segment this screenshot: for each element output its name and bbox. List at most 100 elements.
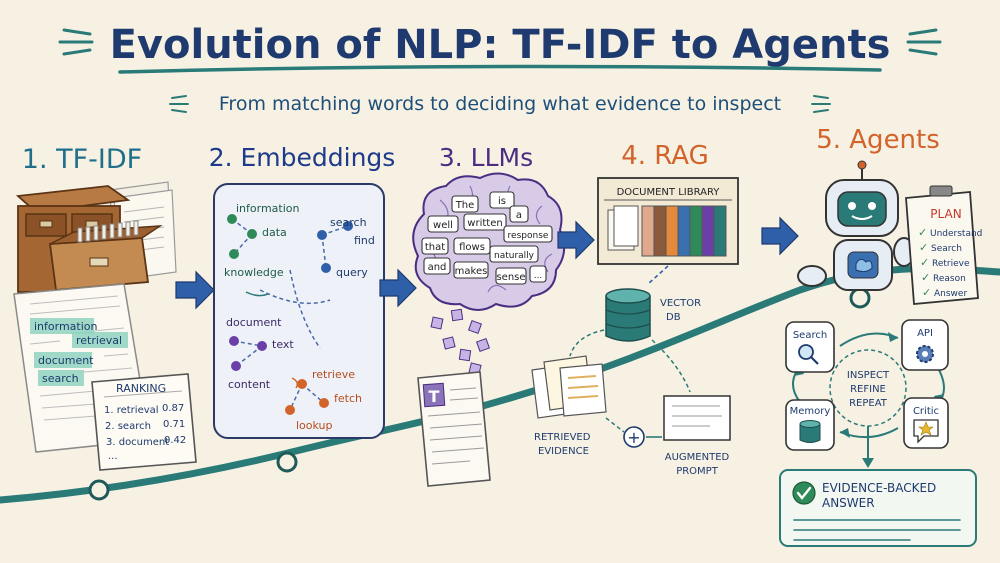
loop-label: INSPECT (847, 370, 890, 381)
augmented-prompt-icon (663, 395, 731, 441)
llm-token: is (498, 196, 506, 207)
vector-db-label: VECTOR (660, 298, 701, 309)
document-library-label: DOCUMENT LIBRARY (617, 187, 721, 198)
plan-item: Answer (934, 289, 967, 299)
document-letter: T (429, 387, 440, 406)
rag-link (569, 329, 605, 357)
llm-token: ... (534, 271, 543, 281)
embedding-word: content (228, 378, 271, 391)
answer-label: ANSWER (822, 496, 875, 510)
check-icon: ✓ (922, 286, 931, 299)
llm-token: flows (459, 242, 485, 253)
check-icon: ✓ (919, 241, 928, 254)
cluster-arrow (291, 377, 299, 389)
stage-heading-rag: 4. RAG (621, 141, 709, 171)
embedding-word: text (272, 338, 294, 351)
llm-token: naturally (494, 251, 535, 261)
ranking-score: 0.42 (164, 435, 186, 446)
tool-label: Critic (913, 406, 939, 417)
title-left-flourish (58, 28, 94, 56)
stage-heading-embeddings: 2. Embeddings (209, 143, 396, 172)
stage-heading-llms: 3. LLMs (439, 143, 533, 172)
evidence-backed-answer-card: EVIDENCE-BACKED ANSWER (779, 469, 977, 547)
llm-token: makes (455, 266, 488, 277)
retrieved-evidence-label: RETRIEVED (534, 432, 591, 443)
speech-bubble-star-icon (913, 419, 939, 444)
embedding-word: document (226, 316, 282, 329)
plan-item: Search (931, 244, 962, 254)
embedding-word: knowledge (224, 266, 284, 279)
highlight-term: information (34, 320, 98, 333)
highlight-term: document (38, 354, 94, 367)
embedding-word: search (330, 216, 367, 229)
highlight-search (38, 370, 84, 386)
flow-arrow-icon (557, 220, 595, 260)
flow-arrow-icon (379, 268, 417, 308)
stage-heading-agents: 5. Agents (816, 125, 940, 155)
embedding-word: find (354, 234, 375, 247)
rag-link (651, 339, 691, 393)
llm-token: The (455, 200, 475, 211)
highlight-term: retrieval (76, 334, 122, 347)
generated-document-icon: T (417, 371, 491, 487)
filing-cabinet-icon (15, 185, 163, 293)
page-subtitle: From matching words to deciding what evi… (219, 93, 781, 115)
title-underline (118, 64, 882, 74)
cluster-arrow (245, 291, 269, 297)
plan-item: Retrieve (932, 259, 970, 269)
plus-icon (623, 426, 645, 448)
ranking-term: 3. document (106, 437, 169, 448)
plan-item: Reason (933, 274, 966, 284)
ranking-term: 1. retrieval (104, 405, 159, 416)
answer-arrowhead (862, 458, 874, 468)
embedding-word: fetch (334, 392, 362, 405)
database-icon (799, 420, 821, 443)
embedding-word: data (262, 226, 287, 239)
highlight-information (30, 318, 94, 334)
check-icon: ✓ (921, 271, 930, 284)
timeline-node-3 (849, 287, 871, 309)
llm-token: that (425, 242, 445, 253)
title-right-flourish (906, 28, 942, 56)
embeddings-panel: information data knowledge search find q… (213, 183, 385, 439)
llm-token: and (428, 262, 447, 273)
embedding-word: lookup (296, 419, 333, 432)
llm-panel: The is a well written response that flow… (412, 172, 566, 487)
ranking-score: 0.87 (162, 403, 184, 414)
falling-tokens (430, 308, 491, 376)
ranking-card: RANKING 1. retrieval 0.87 2. search 0.71… (91, 373, 197, 471)
stage-heading-tfidf: 1. TF-IDF (22, 144, 142, 175)
tool-search: Search (785, 321, 835, 373)
highlight-retrieval (72, 332, 128, 348)
retrieved-evidence-icon (531, 355, 607, 419)
loop-label: REFINE (850, 384, 886, 395)
embedding-space-box (213, 183, 385, 439)
page-title: Evolution of NLP: TF-IDF to Agents (110, 22, 891, 68)
agents-panel: PLAN ✓ Understand ✓ Search ✓ Retrieve ✓ … (779, 160, 982, 547)
highlight-term: search (42, 372, 79, 385)
tfidf-panel: information retrieval document search RA… (13, 181, 197, 471)
llm-token: well (433, 220, 453, 231)
rag-link (605, 417, 625, 433)
timeline-node-2 (276, 451, 298, 473)
augmented-prompt-label: AUGMENTED (665, 452, 730, 463)
llm-token: a (516, 210, 522, 221)
highlight-document (34, 352, 92, 368)
plan-checklist: ✓ Understand ✓ Search ✓ Retrieve ✓ Reaso… (918, 226, 982, 299)
loop-label: REPEAT (849, 398, 888, 409)
tool-api: API (901, 319, 949, 371)
augmented-prompt-label: PROMPT (676, 466, 719, 477)
ranking-term: 2. search (105, 421, 151, 432)
ranking-more: ... (108, 451, 118, 462)
flow-arrow-icon (175, 270, 215, 310)
flow-arrow-icon (761, 216, 799, 256)
llm-token: response (508, 231, 549, 241)
plan-item: Understand (930, 229, 982, 239)
check-circle-icon (792, 481, 816, 505)
subtitle-left-marks (169, 95, 189, 113)
tool-critic: Critic (903, 397, 949, 449)
subtitle-right-marks (811, 95, 831, 113)
embedding-nodes (227, 214, 353, 415)
